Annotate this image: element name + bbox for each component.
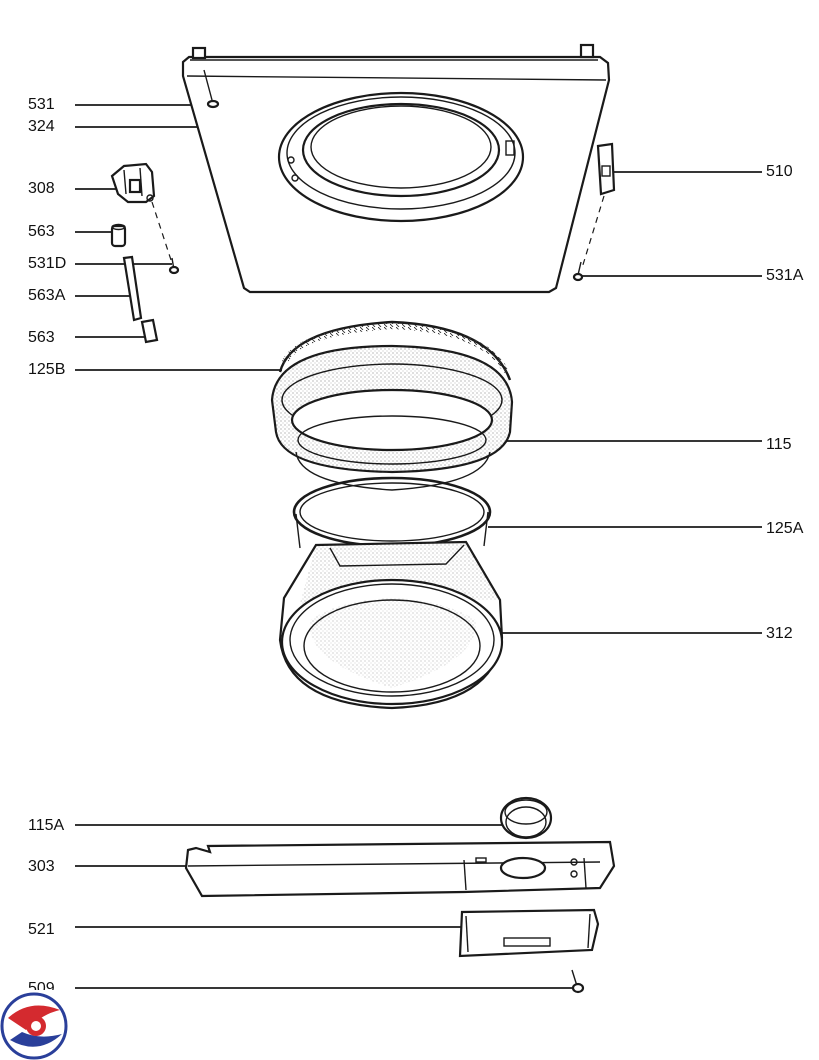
- label-312: 312: [766, 625, 793, 642]
- seal-115a: [499, 796, 553, 840]
- pin-563a: [122, 255, 143, 322]
- sleeve-563-top: [110, 223, 127, 248]
- label-303: 303: [28, 858, 55, 875]
- label-125b: 125B: [28, 361, 66, 378]
- label-563-bottom: 563: [28, 329, 55, 346]
- label-308: 308: [28, 180, 55, 197]
- hinge-510: [581, 142, 616, 269]
- clamp-ring-125b: [278, 320, 512, 381]
- label-115: 115: [766, 436, 792, 453]
- leader-lines: [75, 104, 762, 989]
- door-gasket-115: [270, 344, 514, 491]
- label-509: 509: [28, 980, 55, 990]
- label-531d: 531D: [28, 255, 67, 272]
- door-bowl-312: [278, 540, 504, 710]
- label-531: 531: [28, 96, 55, 113]
- label-510: 510: [766, 163, 793, 180]
- control-panel-303: [184, 840, 616, 898]
- label-563a: 563A: [28, 287, 66, 304]
- screw-509: [571, 969, 585, 994]
- screw-531a: [572, 261, 584, 282]
- door-lock-308: [110, 162, 172, 261]
- label-324: 324: [28, 118, 55, 135]
- drawer-front-521: [458, 908, 600, 958]
- screw-531d: [168, 257, 180, 275]
- label-115a: 115A: [28, 817, 65, 834]
- front-panel-324: [181, 43, 611, 294]
- label-531a: 531A: [766, 267, 804, 284]
- sleeve-563-bottom: [140, 318, 159, 344]
- label-563-top: 563: [28, 223, 55, 240]
- screw-531: [203, 69, 220, 109]
- label-521: 521: [28, 921, 55, 938]
- brand-logo: [0, 992, 68, 1060]
- label-125a: 125A: [766, 520, 804, 537]
- clamp-ring-125a: [292, 476, 492, 549]
